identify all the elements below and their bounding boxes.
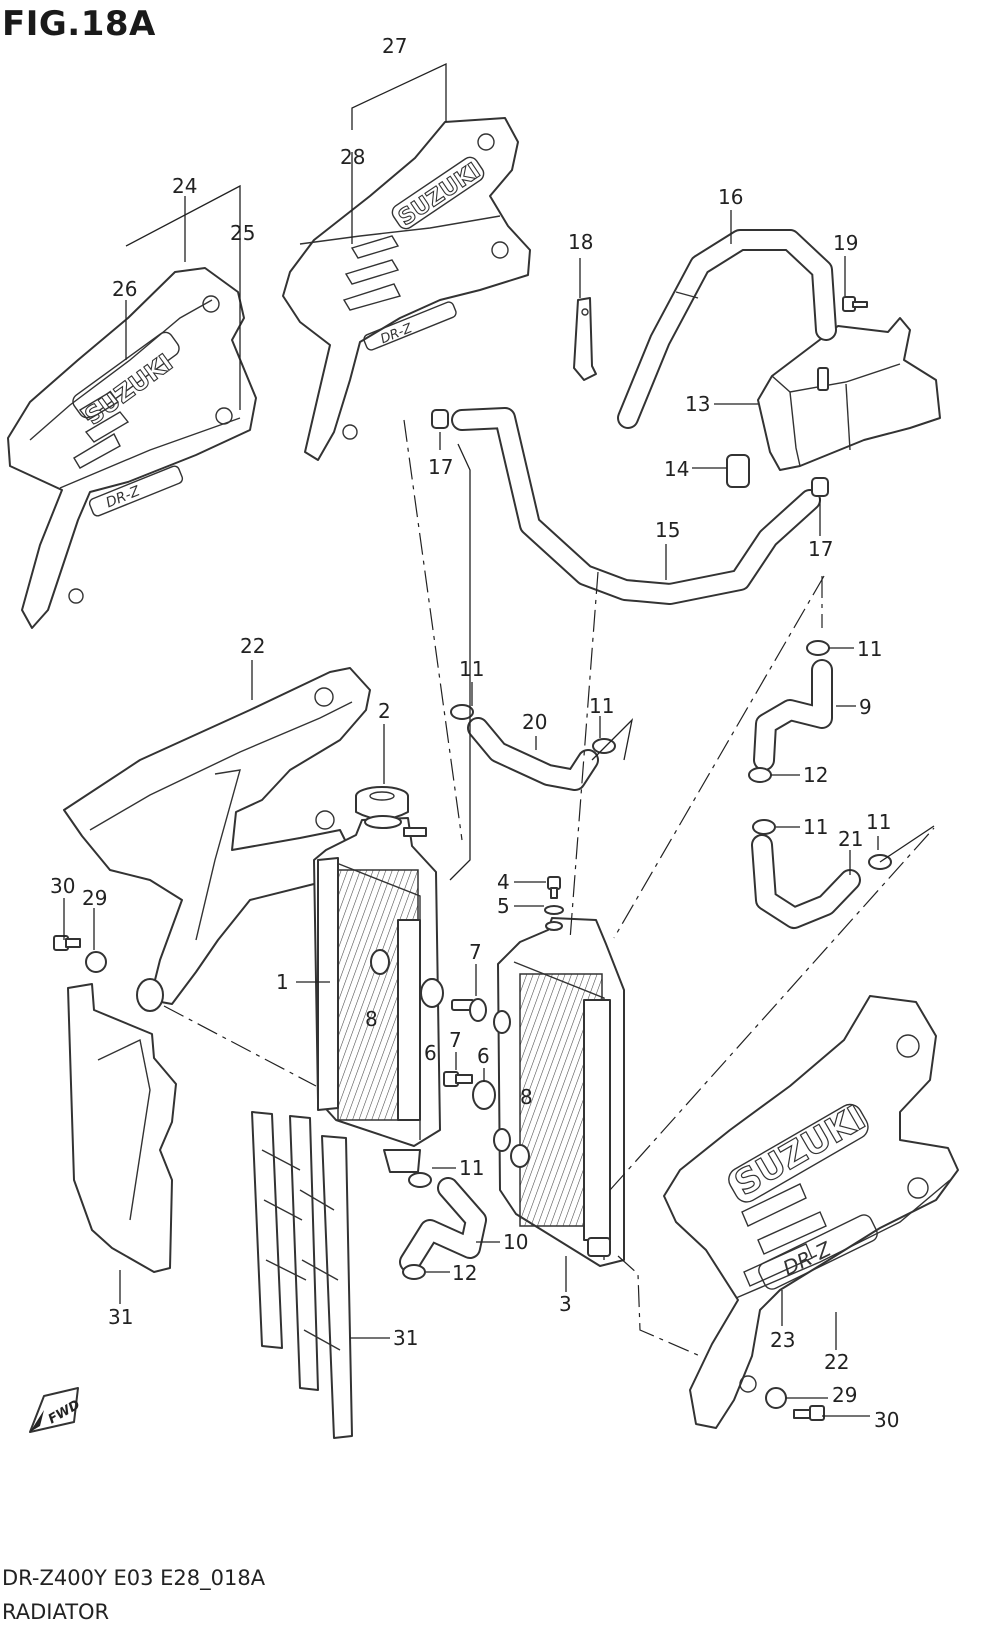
callout-15: 15 [655, 518, 680, 542]
callout-3: 3 [559, 1292, 572, 1316]
callout-9: 9 [859, 695, 872, 719]
callout-18: 18 [568, 230, 593, 254]
left-radiator-shroud: SUZUKI DR-Z [7, 267, 257, 629]
callout-11-d: 11 [803, 815, 828, 839]
grommet-6-right [472, 1080, 496, 1110]
callout-5: 5 [497, 894, 510, 918]
callout-29-right: 29 [832, 1383, 857, 1407]
callout-31-right: 31 [393, 1326, 418, 1350]
bolt-30-right [793, 1405, 825, 1421]
upper-radiator-shroud: SUZUKI DR-Z [282, 117, 531, 461]
washer-5 [544, 905, 564, 915]
callout-27: 27 [382, 34, 407, 58]
assembly-name-label: RADIATOR [2, 1600, 110, 1624]
callout-17-right: 17 [808, 537, 833, 561]
assembly-dashed-lines [163, 419, 935, 1357]
right-radiator [493, 917, 625, 1267]
forward-direction-badge: FWD [29, 1387, 83, 1433]
part-callout-numbers: 1 2 3 4 5 6 6 7 7 8 8 9 10 11 11 11 11 1… [50, 34, 899, 1432]
reservoir-bracket [573, 297, 597, 381]
overflow-hose-15 [451, 407, 821, 605]
model-code-label: DR-Z400Y E03 E28_018A [2, 1566, 266, 1590]
radiator-hose-21 [751, 834, 861, 929]
callout-26: 26 [112, 277, 137, 301]
reservoir-breather-hose [617, 229, 837, 429]
callout-6-left: 6 [424, 1041, 437, 1065]
figure-title: FIG.18A [2, 4, 156, 44]
radiator-cap [355, 786, 409, 820]
bolt-7-lower [443, 1071, 473, 1087]
callout-10: 10 [503, 1230, 528, 1254]
collar-29-left [85, 951, 107, 973]
radiator-hose-20 [467, 717, 599, 791]
bolt-30-left [53, 935, 81, 951]
callout-8-right: 8 [520, 1085, 533, 1109]
reservoir-bolt-19 [842, 296, 868, 312]
callout-31-left: 31 [108, 1305, 133, 1329]
callout-24: 24 [172, 174, 197, 198]
callout-6-right: 6 [477, 1044, 490, 1068]
left-radiator [313, 815, 443, 1173]
radiator-hose-10 [399, 1177, 487, 1273]
callout-12-a: 12 [803, 763, 828, 787]
bolt-4 [547, 876, 561, 899]
callout-30-right: 30 [874, 1408, 899, 1432]
callout-7-upper: 7 [469, 940, 482, 964]
callout-22-left: 22 [240, 634, 265, 658]
radiator-hose-9 [753, 659, 833, 771]
callout-30-left: 30 [50, 874, 75, 898]
callout-28: 28 [340, 145, 365, 169]
callout-23: 23 [770, 1328, 795, 1352]
radiator-mounting-bracket [63, 667, 371, 1012]
callout-11-b: 11 [589, 694, 614, 718]
callout-11-e: 11 [866, 810, 891, 834]
radiator-louver-center [251, 1111, 353, 1439]
callout-13: 13 [685, 392, 710, 416]
bolt-7-upper [451, 998, 487, 1022]
callout-2: 2 [378, 699, 391, 723]
callout-16: 16 [718, 185, 743, 209]
leader-lines [63, 62, 935, 1417]
callout-4: 4 [497, 870, 510, 894]
callout-1: 1 [276, 970, 289, 994]
grommet-6-left [420, 978, 444, 1008]
callout-17-left: 17 [428, 455, 453, 479]
callout-25: 25 [230, 221, 255, 245]
callout-29-left: 29 [82, 886, 107, 910]
callout-7-lower: 7 [449, 1028, 462, 1052]
hose-clamps-17 [431, 409, 829, 497]
callout-11-f: 11 [459, 1156, 484, 1180]
callout-22-right: 22 [824, 1350, 849, 1374]
callout-11-a: 11 [459, 657, 484, 681]
right-radiator-shroud: SUZUKI DR-Z [663, 995, 959, 1429]
callout-12-b: 12 [452, 1261, 477, 1285]
radiator-louver-left [67, 983, 177, 1273]
callout-14: 14 [664, 457, 689, 481]
callout-8-left: 8 [365, 1007, 378, 1031]
reservoir-tank [757, 317, 941, 471]
reservoir-cushion-14 [726, 454, 750, 488]
callout-20: 20 [522, 710, 547, 734]
hose-clamps-12 [402, 767, 772, 1280]
callout-19: 19 [833, 231, 858, 255]
callout-21: 21 [838, 827, 863, 851]
callout-11-c: 11 [857, 637, 882, 661]
collar-29-right [765, 1387, 787, 1409]
